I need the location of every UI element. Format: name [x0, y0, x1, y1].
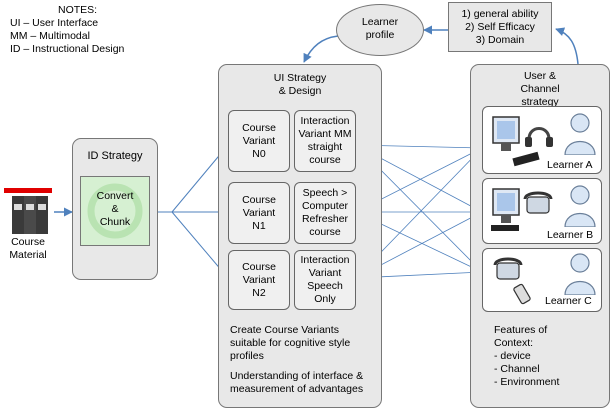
arrow-profile-to-ui [303, 35, 339, 63]
context-features: Features of Context: - device - Channel … [494, 324, 560, 388]
course-variant-n0: Course Variant N0 [228, 110, 290, 172]
convert-label: Convert [96, 190, 134, 202]
person-icon [564, 253, 596, 295]
arrow-channel-to-abilities [555, 27, 579, 65]
note-line: UI – User Interface [10, 17, 99, 29]
learner-a-label: Learner A [547, 159, 593, 171]
interaction-variant-mm: Interaction Variant MM straight course [294, 110, 356, 172]
convert-chunk-box: Convert & Chunk [80, 176, 150, 246]
ui-note-variants: Create Course Variants suitable for cogn… [230, 324, 351, 362]
learner-profile-ellipse [336, 4, 424, 56]
speech-computer-refresher: Speech > Computer Refresher course [294, 182, 356, 244]
binders-icon [4, 188, 52, 234]
abilities-list: 1) general ability 2) Self Efficacy 3) D… [461, 8, 539, 46]
computer-headset-icon [492, 116, 553, 167]
learner-b-label: Learner B [547, 229, 594, 241]
learner-c-card: Learner C [482, 248, 602, 312]
learner-profile-label: Learner profile [361, 16, 399, 41]
ui-note-interface: Understanding of interface & measurement… [230, 370, 364, 395]
note-line: ID – Instructional Design [10, 43, 125, 55]
user-channel-title: User & Channel strategy [520, 70, 560, 108]
chunk-label: Chunk [99, 216, 131, 228]
id-strategy-title: ID Strategy [87, 150, 143, 162]
course-material-label: Course Material [9, 236, 47, 261]
person-icon [564, 113, 596, 155]
interaction-variant-speech-only: Interaction Variant Speech Only [294, 250, 356, 310]
ampersand-label: & [111, 203, 119, 215]
note-line: MM – Multimodal [10, 30, 90, 42]
cycle-arrows-icon [87, 183, 143, 239]
course-variant-n2: Course Variant N2 [228, 250, 290, 310]
person-icon [564, 185, 596, 227]
abilities-box [448, 2, 552, 52]
learner-c-label: Learner C [545, 295, 592, 307]
ui-strategy-title: UI Strategy & Design [273, 72, 327, 97]
notes-title: NOTES: [58, 4, 98, 16]
learner-b-card: Learner B [482, 178, 602, 244]
computer-phone-icon [491, 188, 553, 231]
notes-block: NOTES: UI – User Interface MM – Multimod… [0, 4, 160, 56]
course-variant-n1: Course Variant N1 [228, 182, 290, 244]
learner-a-card: Learner A [482, 106, 602, 174]
phone-mobile-icon [493, 257, 531, 305]
